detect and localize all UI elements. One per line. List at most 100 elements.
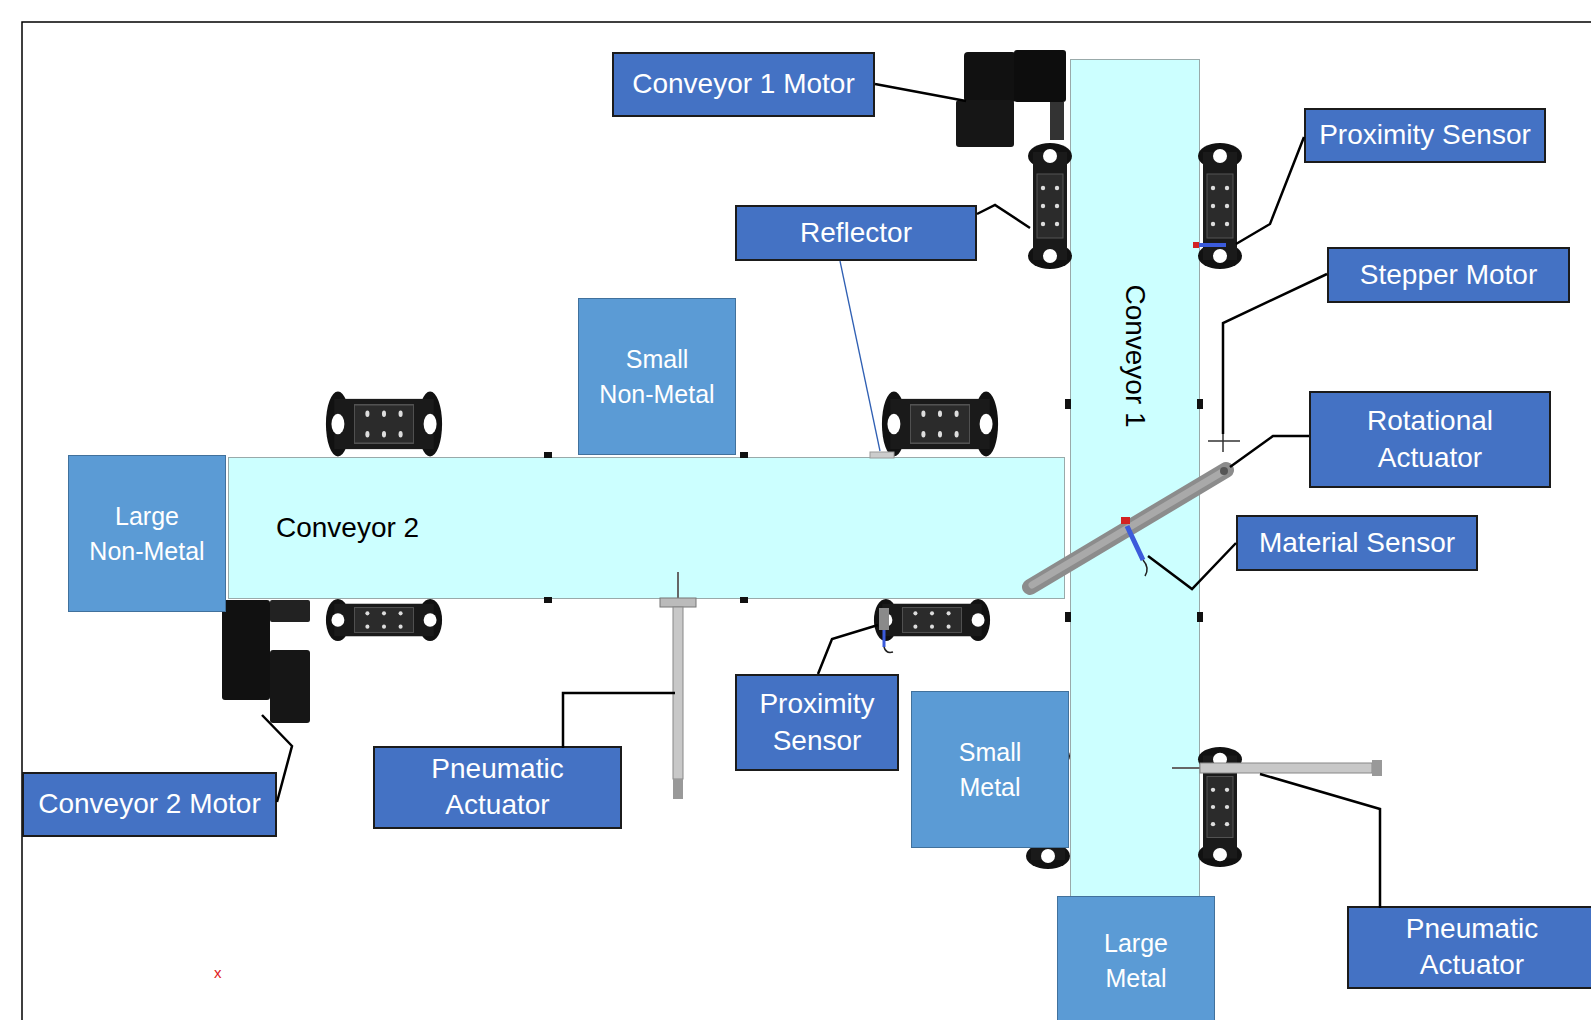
roller-bracket <box>882 391 998 456</box>
proximity-sensor-part <box>1193 242 1226 248</box>
callout-box: Material Sensor <box>1236 515 1478 571</box>
sensor-cable <box>884 647 893 652</box>
roller-bracket <box>326 599 442 641</box>
callout-text: Rotational Actuator <box>1330 403 1530 476</box>
reflector-part <box>870 452 894 458</box>
cylinder-fitting <box>673 779 683 799</box>
cylinder-cap <box>660 598 696 607</box>
conveyor-belt: Conveyor 2 <box>228 457 1065 599</box>
bin-label: Large Metal <box>1075 926 1197 996</box>
callout-text: Reflector <box>800 215 912 251</box>
proximity-sensor-part <box>879 608 893 652</box>
motor-shaft <box>1050 102 1064 140</box>
motor-block <box>1014 50 1066 102</box>
sorting-bin: Small Non-Metal <box>578 298 736 455</box>
motor-block <box>270 600 310 622</box>
callout-box: Stepper Motor <box>1327 247 1570 303</box>
callout-box: Pneumatic Actuator <box>1347 906 1591 989</box>
callout-box: Reflector <box>735 205 977 261</box>
rotational-actuator-arm <box>1030 467 1228 587</box>
frame-tick <box>1065 612 1071 622</box>
leader-line <box>840 261 880 451</box>
sensor-body <box>1127 526 1143 560</box>
frame-tick <box>544 597 552 603</box>
cylinder-fitting <box>1372 760 1382 776</box>
frame-tick <box>1197 612 1203 622</box>
cylinder-body <box>673 607 683 779</box>
callout-box: Conveyor 2 Motor <box>22 772 277 837</box>
leader-line <box>875 84 966 101</box>
callout-box: Proximity Sensor <box>1304 108 1546 163</box>
conveyor-label: Conveyor 2 <box>276 512 419 544</box>
conveyor-2-motor-body <box>222 600 310 723</box>
leader-line <box>563 693 675 748</box>
pneumatic-actuator-part <box>1172 760 1382 776</box>
piston-tip <box>677 572 679 598</box>
sensor-body <box>1199 243 1226 247</box>
frame-border <box>22 22 1591 1020</box>
motor-block <box>270 650 310 723</box>
sorting-bin: Large Non-Metal <box>68 455 226 612</box>
callout-box: Conveyor 1 Motor <box>612 52 875 117</box>
arm-pivot <box>1220 467 1228 475</box>
motor-block <box>222 600 270 700</box>
cross-line <box>1208 440 1240 442</box>
conveyor-1-motor-body <box>956 50 1066 147</box>
sensor-tip <box>1193 242 1199 248</box>
piston-tip <box>1172 767 1200 769</box>
cross-line <box>1222 432 1224 452</box>
frame-tick <box>740 597 748 603</box>
pneumatic-actuator-part <box>660 572 696 799</box>
callout-text: Proximity Sensor <box>1319 117 1531 153</box>
conveyor-label: Conveyor 1 <box>1119 284 1151 427</box>
callout-box: Pneumatic Actuator <box>373 746 622 829</box>
frame-tick <box>544 452 552 458</box>
callout-text: Conveyor 2 Motor <box>38 786 261 822</box>
callout-text: Material Sensor <box>1259 525 1455 561</box>
roller-bracket <box>1198 747 1242 867</box>
roller-bracket <box>1198 143 1242 269</box>
sensor-body <box>879 608 889 630</box>
stepper-mark <box>1208 432 1240 452</box>
roller-bracket <box>874 599 990 641</box>
callout-text: Conveyor 1 Motor <box>632 66 855 102</box>
sorting-bin: Small Metal <box>911 691 1069 848</box>
frame-tick <box>1197 399 1203 409</box>
leader-line <box>1148 543 1236 589</box>
sorting-bin: Large Metal <box>1057 896 1215 1020</box>
leader-line <box>1223 274 1327 434</box>
leader-line <box>1260 774 1380 908</box>
leader-line <box>1230 436 1309 467</box>
callout-box: Proximity Sensor <box>735 674 899 771</box>
roller-bracket <box>326 391 442 456</box>
leader-line <box>818 625 878 674</box>
callout-text: Stepper Motor <box>1360 257 1537 293</box>
leader-lines <box>262 84 1380 908</box>
bin-label: Small Non-Metal <box>596 342 718 412</box>
conveyor-belt: Conveyor 1 <box>1070 59 1200 1020</box>
sensor-cable <box>883 630 886 647</box>
arm-bar <box>1030 470 1226 587</box>
bin-label: Small Metal <box>929 735 1051 805</box>
frame-tick <box>740 452 748 458</box>
callout-text: Proximity Sensor <box>747 686 887 759</box>
material-sensor-part <box>1121 517 1147 576</box>
frame-tick <box>1065 399 1071 409</box>
callout-text: Pneumatic Actuator <box>1377 911 1567 984</box>
sensor-tip <box>1121 517 1130 524</box>
motor-block <box>956 100 1014 147</box>
free-label: x <box>214 964 222 981</box>
cylinder-body <box>1200 763 1372 773</box>
leader-line <box>977 205 1030 228</box>
bin-label: Large Non-Metal <box>86 499 208 569</box>
motor-block <box>964 52 1016 102</box>
callout-text: Pneumatic Actuator <box>403 751 593 824</box>
sensor-cable <box>1143 560 1147 576</box>
callout-box: Rotational Actuator <box>1309 391 1551 488</box>
leader-line <box>262 715 292 802</box>
roller-bracket <box>1028 143 1072 269</box>
arm-highlight <box>1032 471 1224 585</box>
leader-line <box>1236 137 1304 244</box>
